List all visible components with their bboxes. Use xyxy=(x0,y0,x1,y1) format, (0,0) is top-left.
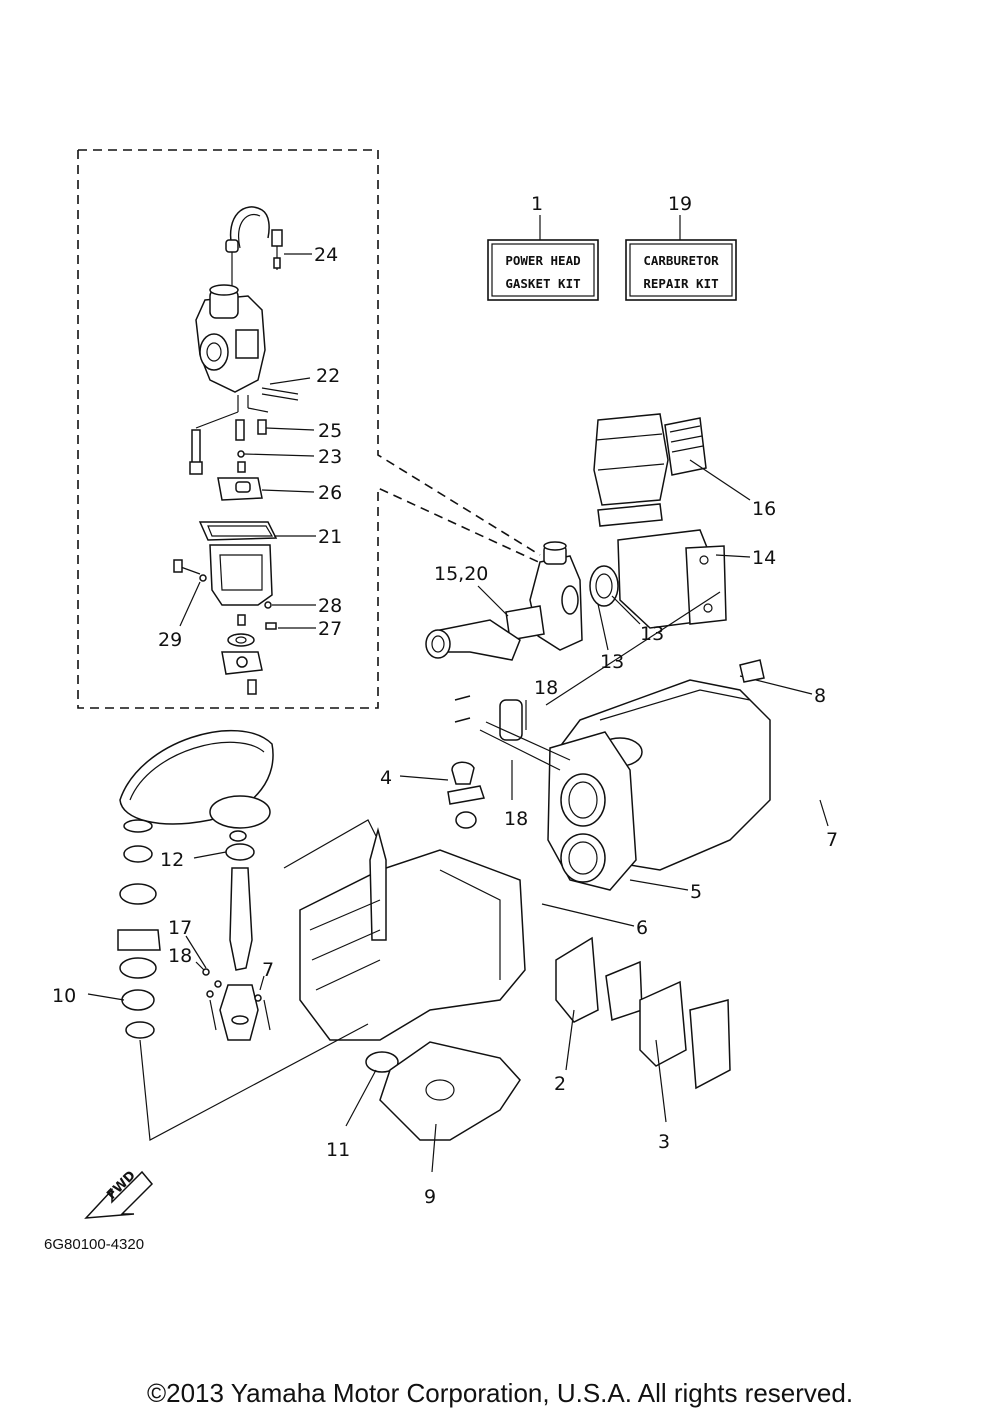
callout-8: 8 xyxy=(814,685,826,707)
callout-28: 28 xyxy=(318,595,342,617)
callout-17: 17 xyxy=(168,917,192,939)
callout-4: 4 xyxy=(380,767,392,789)
callout-26: 26 xyxy=(318,482,342,504)
callout-14: 14 xyxy=(752,547,776,569)
kit-number-1: 1 xyxy=(531,193,543,215)
block-callouts: 18 8 4 18 7 5 6 2 3 11 9 xyxy=(326,659,838,1208)
callout-23: 23 xyxy=(318,446,342,468)
callout-2: 2 xyxy=(554,1073,566,1095)
callout-25: 25 xyxy=(318,420,342,442)
callout-7-right: 7 xyxy=(826,829,838,851)
callout-15-20: 15,20 xyxy=(434,563,488,585)
kit-1-line1: POWER HEAD xyxy=(505,253,580,268)
callout-9: 9 xyxy=(424,1186,436,1208)
kit-1-line2: GASKET KIT xyxy=(505,276,580,291)
copyright-notice: ©2013 Yamaha Motor Corporation, U.S.A. A… xyxy=(146,1378,854,1408)
callout-21: 21 xyxy=(318,526,342,548)
callout-11: 11 xyxy=(326,1139,350,1161)
callout-18-top: 18 xyxy=(534,677,558,699)
carburetor-exploded-view xyxy=(173,206,299,695)
callout-7-left: 7 xyxy=(262,959,274,981)
callout-18-left: 18 xyxy=(168,945,192,967)
callout-12: 12 xyxy=(160,849,184,871)
cylinder-block-assembly xyxy=(299,679,771,1141)
callout-22: 22 xyxy=(316,365,340,387)
callout-10: 10 xyxy=(52,985,76,1007)
kit-19-line1: CARBURETOR xyxy=(643,253,719,268)
kit-19-line2: REPAIR KIT xyxy=(643,276,718,291)
crank-callouts: 12 17 18 7 10 xyxy=(52,849,274,1007)
callout-3: 3 xyxy=(658,1131,670,1153)
forward-direction-arrow: FWD xyxy=(84,1168,154,1219)
power-head-gasket-kit[interactable]: 1 POWER HEAD GASKET KIT xyxy=(487,193,599,301)
intake-callouts: 16 14 15,20 13 13 xyxy=(434,459,776,706)
carburetor-detail-frame xyxy=(77,149,546,709)
callout-6: 6 xyxy=(636,917,648,939)
callout-24: 24 xyxy=(314,244,338,266)
carburetor-repair-kit[interactable]: 19 CARBURETOR REPAIR KIT xyxy=(625,193,737,301)
carburetor-callouts: 24 22 25 23 26 21 28 27 29 xyxy=(158,244,342,651)
kit-number-19: 19 xyxy=(668,193,692,215)
callout-5: 5 xyxy=(690,881,702,903)
callout-27: 27 xyxy=(318,618,342,640)
callout-16: 16 xyxy=(752,498,776,520)
callout-29: 29 xyxy=(158,629,182,651)
diagram-code: 6G80100-4320 xyxy=(44,1236,145,1253)
intake-reed-assembly xyxy=(425,413,727,661)
callout-18-mid: 18 xyxy=(504,808,528,830)
